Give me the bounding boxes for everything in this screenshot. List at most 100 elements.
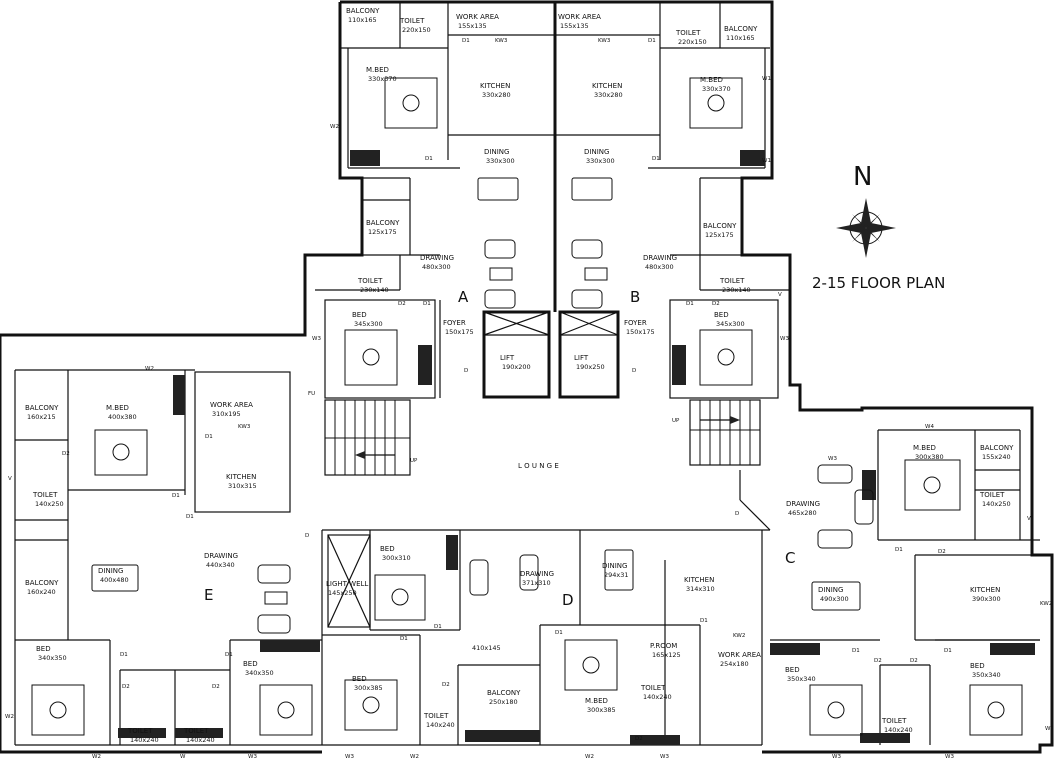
room-dimension: 160x215 <box>27 413 56 421</box>
room-name: BALCONY <box>25 404 59 412</box>
tag-d1: D1 <box>434 624 442 630</box>
room-name: BED <box>352 675 367 683</box>
tag-w2: W2 <box>330 124 339 130</box>
tag-kw2: KW2 <box>1040 601 1052 607</box>
tag-v: V <box>778 292 782 298</box>
room-dimension: 165x125 <box>652 651 681 659</box>
room-name: BALCONY <box>980 444 1014 452</box>
room-name: BALCONY <box>703 222 737 230</box>
tag-w4: W4 <box>925 424 934 430</box>
room-dimension: 410x145 <box>472 644 501 652</box>
tag-w2: W2 <box>92 754 101 760</box>
room-name: WORK AREA <box>210 401 253 409</box>
room-dimension: 220x150 <box>402 26 431 34</box>
tag-d2: D2 <box>938 549 946 555</box>
room-name: DINING <box>818 586 843 594</box>
room-dimension: 310x195 <box>212 410 241 418</box>
room-dimension: 310x315 <box>228 482 257 490</box>
tag-w3: W3 <box>345 754 354 760</box>
tag-d1: D1 <box>186 514 194 520</box>
room-dimension: 330x370 <box>702 85 731 93</box>
room-dimension: 294x31 <box>604 571 629 579</box>
room-name: TOILET <box>979 491 1005 499</box>
room-dimension: 480x300 <box>422 263 451 271</box>
room-dimension: 230x140 <box>722 286 751 294</box>
tag-d1: D1 <box>120 652 128 658</box>
tag-d1: D1 <box>648 38 656 44</box>
tag-kw3: KW3 <box>495 38 508 44</box>
room-dimension: 190x200 <box>502 363 531 371</box>
tag-d1: D1 <box>555 630 563 636</box>
room-dimension: 140x240 <box>130 736 159 744</box>
tag-d1: D1 <box>944 648 952 654</box>
tag-d: D <box>464 368 468 374</box>
room-name: DRAWING <box>204 552 238 560</box>
room-name: BALCONY <box>346 7 380 15</box>
room-name: KITCHEN <box>684 576 714 584</box>
room-dimension: 220x150 <box>678 38 707 46</box>
room-name: DRAWING <box>520 570 554 578</box>
room-name: WORK AREA <box>558 13 601 21</box>
block-label-b: B <box>630 288 640 306</box>
tag-d1: D1 <box>172 493 180 499</box>
room-name: DRAWING <box>786 500 820 508</box>
lounge-label: L O U N G E <box>518 462 559 470</box>
room-name: FOYER <box>624 319 647 327</box>
tag-fu: FU <box>308 391 315 397</box>
tag-v: V <box>8 476 12 482</box>
room-name: DINING <box>602 562 627 570</box>
bed-icon <box>809 684 863 736</box>
tag-kw3: KW3 <box>598 38 611 44</box>
room-dimension: 140x250 <box>982 500 1011 508</box>
room-dimension: 110x165 <box>726 34 755 42</box>
tag-w3: W3 <box>832 754 841 760</box>
tag-d2: D2 <box>398 301 406 307</box>
room-dimension: 314x310 <box>686 585 715 593</box>
tag-w2: W2 <box>5 714 14 720</box>
room-name: BED <box>36 645 51 653</box>
stair-arrow-icon <box>355 416 740 459</box>
block-label-e: E <box>204 586 213 604</box>
room-name: M.BED <box>700 76 723 84</box>
tag-d1: D1 <box>400 636 408 642</box>
room-dimension: 330x280 <box>594 91 623 99</box>
dining-table-icon <box>604 549 634 591</box>
room-dimension: 400x480 <box>100 576 129 584</box>
tag-d2: D2 <box>212 684 220 690</box>
room-dimension: 480x300 <box>645 263 674 271</box>
tag-d2: D2 <box>635 736 643 742</box>
room-name: TOILET <box>640 684 666 692</box>
room-dimension: 140x240 <box>884 726 913 734</box>
room-name: TOILET <box>183 727 209 735</box>
room-name: KITCHEN <box>592 82 622 90</box>
bed-icon <box>384 77 438 129</box>
room-name: TOILET <box>357 277 383 285</box>
room-dimension: 440x340 <box>206 561 235 569</box>
bed-icon <box>374 574 426 621</box>
block-label-a: A <box>458 288 469 306</box>
tag-d2: D2 <box>910 658 918 664</box>
furniture <box>31 77 1023 736</box>
tag-d2: D2 <box>122 684 130 690</box>
